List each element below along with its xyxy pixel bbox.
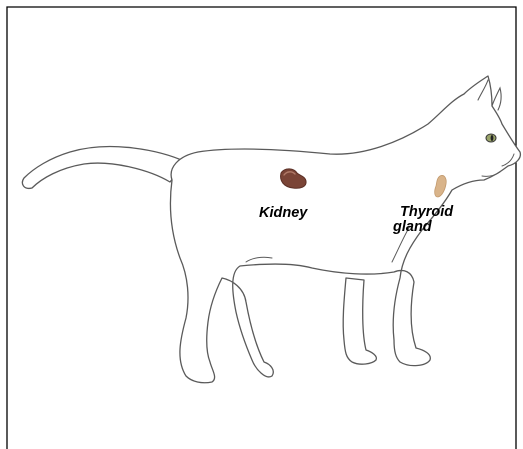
thyroid-label-line1: Thyroid [400, 204, 454, 220]
kidney-label: Kidney [259, 205, 308, 221]
thyroid-label-line2: gland [392, 219, 433, 235]
cat-eye-icon [486, 134, 496, 142]
cat-tail [22, 147, 186, 189]
